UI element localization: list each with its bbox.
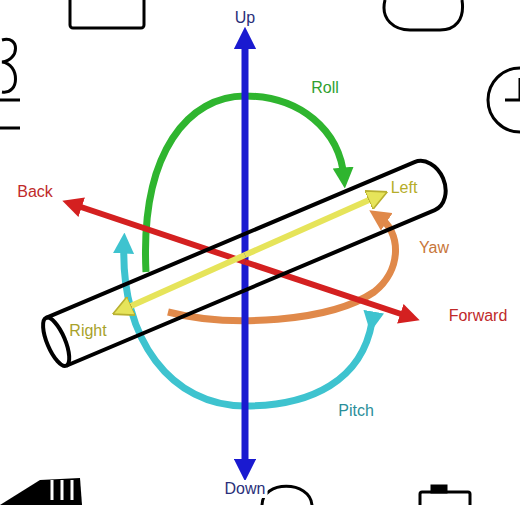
axis-label: Up — [233, 9, 257, 27]
forward-axis — [245, 262, 410, 317]
axis-label: Yaw — [417, 239, 451, 257]
edge-icon — [0, 478, 82, 505]
edge-icon-stripes — [52, 480, 72, 500]
yaw-arrow — [168, 216, 396, 321]
axis-label: Left — [389, 179, 420, 197]
cylinder-outline — [38, 154, 453, 369]
axis-label: Back — [15, 183, 55, 201]
back-axis — [72, 204, 245, 262]
axis-label: Forward — [447, 307, 510, 325]
right-axis — [122, 255, 245, 310]
axis-label: Right — [67, 322, 108, 340]
axis-label: Pitch — [336, 402, 376, 420]
axis-label: Down — [223, 480, 268, 498]
axis-label: Roll — [309, 79, 341, 97]
up-axis — [242, 38, 249, 250]
down-axis — [242, 250, 249, 470]
